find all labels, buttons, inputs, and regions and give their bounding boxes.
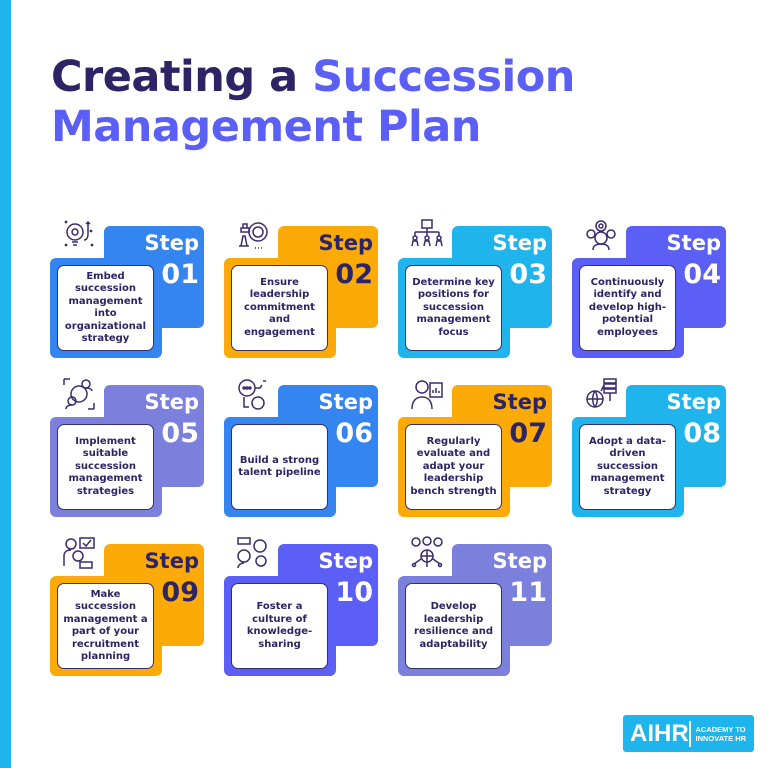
step-description: Build a strong talent pipeline bbox=[238, 454, 321, 479]
step-label: Step bbox=[144, 390, 199, 414]
step-number: 08 bbox=[683, 418, 721, 449]
step-text-box: Develop leadership resilience and adapta… bbox=[405, 583, 502, 669]
step-description: Adopt a data-driven succession managemen… bbox=[588, 435, 666, 497]
aihr-logo: AIHR ACADEMY TO INNOVATE HR bbox=[623, 715, 754, 752]
step-description: Continuously identify and develop high-p… bbox=[588, 276, 667, 338]
step-text-box: Foster a culture of knowledge-sharing bbox=[231, 583, 328, 669]
step-label: Step bbox=[492, 231, 547, 255]
step-label: Step bbox=[492, 390, 547, 414]
step-label: Step bbox=[492, 549, 547, 573]
title-line2: Management Plan bbox=[51, 102, 481, 152]
logo-divider bbox=[689, 720, 691, 747]
step-card: Step 09 Make succession management a part … bbox=[50, 537, 206, 678]
logo-tagline: ACADEMY TO INNOVATE HR bbox=[695, 724, 747, 743]
title-dark-part: Creating a bbox=[51, 52, 313, 102]
people-strategy-icon bbox=[62, 377, 96, 411]
step-description: Foster a culture of knowledge-sharing bbox=[246, 601, 313, 650]
step-label: Step bbox=[318, 231, 373, 255]
title-accent-part: Succession bbox=[312, 52, 575, 102]
knowledge-sharing-icon bbox=[236, 536, 270, 570]
recruitment-icon bbox=[62, 536, 96, 570]
step-card: Step 01 Embed succession management into o… bbox=[50, 220, 206, 360]
step-label: Step bbox=[144, 231, 199, 255]
step-text-box: Regularly evaluate and adapt your leader… bbox=[405, 424, 502, 510]
step-label: Step bbox=[144, 549, 199, 573]
left-accent-stripe bbox=[0, 0, 11, 768]
page-title: Creating a Succession Management Plan bbox=[51, 52, 575, 152]
step-label: Step bbox=[318, 390, 373, 414]
step-text-box: Implement suitable succession management… bbox=[57, 424, 154, 510]
step-number: 06 bbox=[335, 418, 373, 449]
talent-gear-icon bbox=[584, 218, 618, 252]
step-number: 03 bbox=[509, 259, 547, 290]
step-description: Make succession management a part of you… bbox=[63, 588, 148, 663]
step-number: 01 bbox=[161, 259, 199, 290]
step-number: 02 bbox=[335, 259, 373, 290]
step-number: 04 bbox=[683, 259, 721, 290]
step-number: 07 bbox=[509, 418, 547, 449]
logo-mark: AIHR bbox=[630, 719, 689, 747]
step-label: Step bbox=[666, 231, 721, 255]
lion-chess-icon bbox=[236, 218, 270, 252]
step-description: Regularly evaluate and adapt your leader… bbox=[410, 435, 497, 497]
step-text-box: Ensure leadership commitment and engagem… bbox=[231, 265, 328, 351]
step-text-box: Embed succession management into organiz… bbox=[57, 265, 154, 351]
lightbulb-gear-icon bbox=[62, 218, 96, 252]
step-description: Develop leadership resilience and adapta… bbox=[413, 601, 494, 650]
step-description: Implement suitable succession management… bbox=[68, 435, 143, 497]
step-text-box: Determine key positions for succession m… bbox=[405, 265, 502, 351]
step-description: Embed succession management into organiz… bbox=[64, 270, 147, 345]
step-number: 11 bbox=[509, 577, 547, 608]
step-description: Ensure leadership commitment and engagem… bbox=[244, 276, 315, 338]
step-label: Step bbox=[318, 549, 373, 573]
step-number: 05 bbox=[161, 418, 199, 449]
step-text-box: Build a strong talent pipeline bbox=[231, 424, 328, 510]
step-text-box: Adopt a data-driven succession managemen… bbox=[579, 424, 676, 510]
evaluation-icon bbox=[410, 377, 444, 411]
step-description: Determine key positions for succession m… bbox=[412, 276, 495, 338]
search-talent-icon bbox=[236, 377, 270, 411]
step-text-box: Make succession management a part of you… bbox=[57, 583, 154, 669]
data-globe-icon bbox=[584, 377, 618, 411]
step-number: 09 bbox=[161, 577, 199, 608]
step-label: Step bbox=[666, 390, 721, 414]
step-number: 10 bbox=[335, 577, 373, 608]
org-chart-icon bbox=[410, 218, 444, 252]
step-text-box: Continuously identify and develop high-p… bbox=[579, 265, 676, 351]
global-team-icon bbox=[410, 536, 444, 570]
